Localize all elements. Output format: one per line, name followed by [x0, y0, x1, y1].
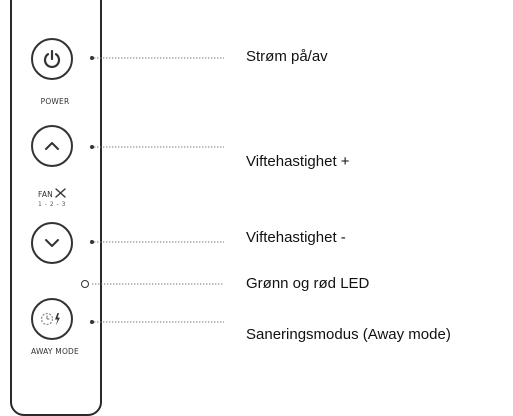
power-caption: POWER [40, 97, 70, 106]
power-button[interactable] [31, 38, 73, 80]
callout-power: Strøm på/av [246, 48, 328, 65]
away-mode-caption: AWAY MODE [31, 347, 79, 356]
power-connector-dot [90, 56, 94, 60]
clock-bolt-icon [39, 309, 65, 329]
fan-caption-label: FAN [38, 189, 53, 199]
callout-connectors [90, 56, 224, 324]
fan-speed-down-button[interactable] [31, 222, 73, 264]
fan-up-connector-dot [90, 145, 94, 149]
callout-led: Grønn og rød LED [246, 275, 370, 292]
away-mode-button[interactable] [31, 298, 73, 340]
fan-speed-up-button[interactable] [31, 125, 73, 167]
callout-fan-speed-down: Viftehastighet - [246, 229, 346, 246]
fan-caption: FAN 1 - 2 - 3 [32, 188, 72, 212]
fan-speed-levels: 1 - 2 - 3 [38, 201, 66, 208]
power-icon [41, 48, 63, 70]
callout-away-mode: Saneringsmodus (Away mode) [246, 326, 451, 343]
fan-icon [55, 188, 66, 200]
fan-down-connector-dot [90, 240, 94, 244]
away-connector-dot [90, 320, 94, 324]
callout-fan-speed-up: Viftehastighet + [246, 153, 350, 170]
chevron-up-icon [41, 135, 63, 157]
control-panel-diagram: POWER FAN 1 - 2 - 3 [10, 0, 451, 416]
led-indicator [81, 280, 89, 288]
chevron-down-icon [41, 232, 63, 254]
